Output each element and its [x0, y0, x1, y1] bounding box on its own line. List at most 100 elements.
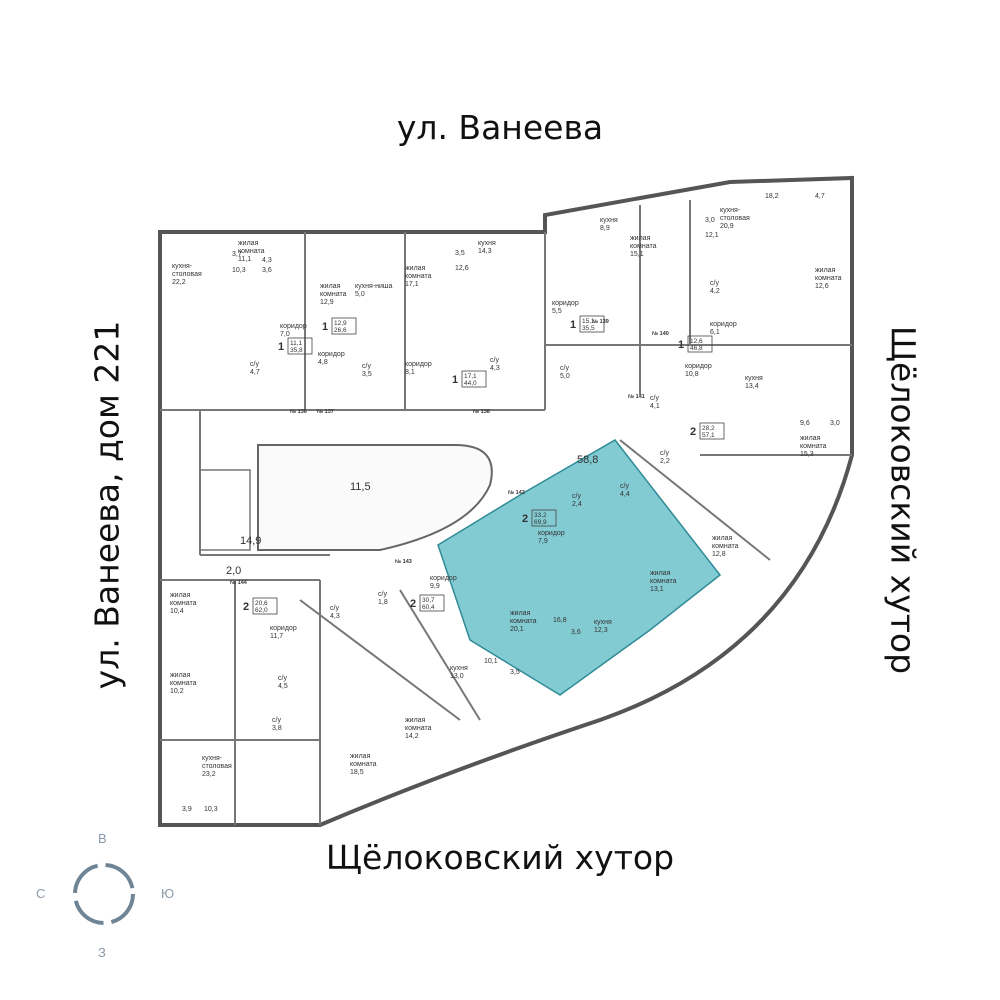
apartment-number: № 142 — [508, 490, 525, 496]
apartment-marker-apt-140: 1 12,646,8 № 140 — [652, 331, 713, 353]
apartment-total-area: 35,8 — [290, 347, 303, 354]
room-label: 12,6 — [455, 265, 469, 272]
room-label: 3,6 — [571, 629, 581, 636]
apartment-area-box — [579, 315, 605, 333]
apartment-number: № 144 — [230, 580, 248, 586]
apartment-rooms: 2 — [690, 426, 696, 438]
elevator-core — [257, 444, 493, 551]
room-label: 58,8 — [577, 454, 598, 466]
apartment-area-box — [461, 370, 487, 388]
street-label-top: ул. Ванеева — [396, 108, 604, 147]
compass-south: З — [98, 945, 106, 960]
apartment-number: № 136 — [290, 409, 307, 415]
apartment-area-box — [331, 317, 357, 335]
room-label: 3,6 — [262, 267, 272, 274]
apartment-living-area: 28,2 — [702, 425, 715, 432]
street-label-bottom: Щёлоковский хутор — [325, 838, 675, 877]
apartment-number: № 140 — [652, 331, 669, 337]
compass-west: С — [36, 886, 46, 901]
compass-ring — [73, 863, 135, 925]
apartment-marker-apt-137: 1 12,926,6 № 137 — [317, 317, 357, 415]
apartment-number: № 143 — [395, 559, 412, 565]
room-label: 16,8 — [553, 617, 567, 624]
apartment-area-box — [687, 335, 713, 353]
apartment-living-area: 20,6 — [255, 600, 268, 607]
compass-east: Ю — [161, 886, 175, 901]
room-label: 4,3 — [262, 257, 272, 264]
apartment-marker-apt-144: 2 20,662,0 № 144 — [230, 580, 278, 615]
compass-north: В — [98, 831, 107, 846]
apartment-living-area: 12,6 — [690, 338, 703, 345]
building-outline — [158, 175, 854, 827]
stair-block — [199, 469, 251, 551]
room-label: 3,0 — [830, 420, 840, 427]
room-label: 3,5 — [510, 669, 520, 676]
apartment-area-box — [287, 337, 313, 355]
apartment-rooms: 1 — [452, 374, 458, 386]
apartment-total-area: 46,8 — [690, 345, 703, 352]
apartment-total-area: 35,5 — [582, 325, 595, 332]
room-label: 12,1 — [705, 232, 719, 239]
apartment-total-area: 44,0 — [464, 380, 477, 387]
apartment-rooms: 1 — [678, 339, 684, 351]
apartment-living-area: 12,9 — [334, 320, 347, 327]
apartment-total-area: 62,0 — [255, 607, 268, 614]
room-label: 11,5 — [350, 481, 371, 493]
apartment-area-box — [699, 422, 725, 440]
room-label: 3,7 — [232, 251, 242, 258]
apartment-area-box — [419, 594, 445, 612]
apartment-rooms: 2 — [243, 601, 249, 613]
apartment-total-area: 26,6 — [334, 327, 347, 334]
room-label: 18,2 — [765, 193, 779, 200]
apartment-number: № 141 — [628, 394, 645, 400]
apartment-number: № 137 — [317, 409, 334, 415]
apartment-rooms: 1 — [322, 321, 328, 333]
apartment-living-area: 33,2 — [534, 512, 547, 519]
apartment-rooms: 1 — [570, 319, 576, 331]
room-label: 3,5 — [455, 250, 465, 257]
apartment-living-area: 30,7 — [422, 597, 435, 604]
apartment-total-area: 69,9 — [534, 519, 547, 526]
room-label: 2,0 — [226, 565, 241, 577]
